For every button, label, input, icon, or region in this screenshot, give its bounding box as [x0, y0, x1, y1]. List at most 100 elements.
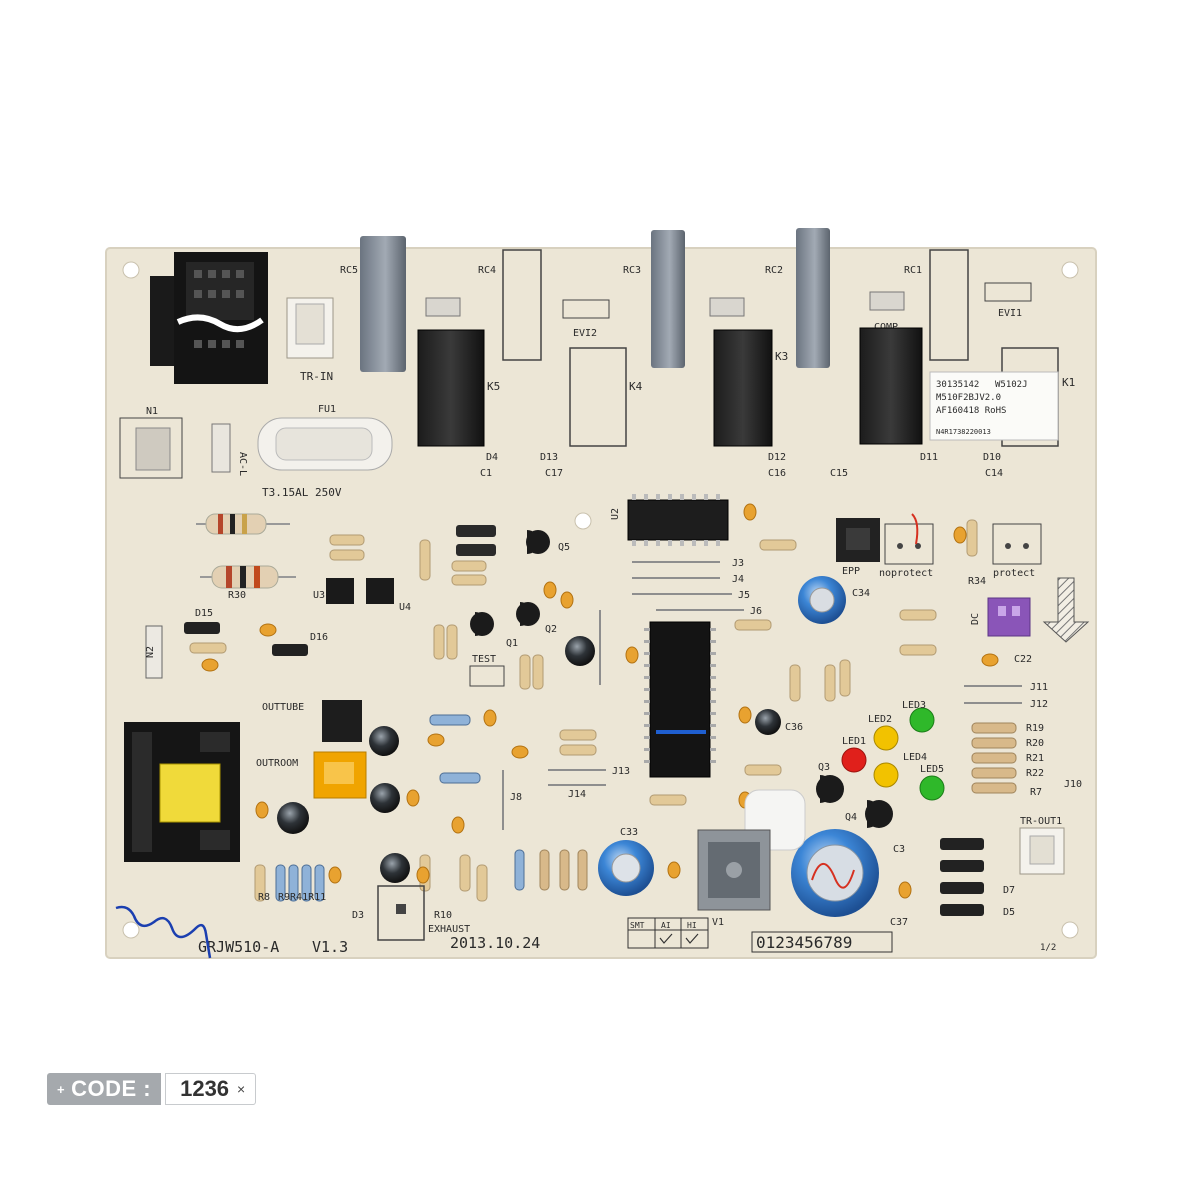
relay-k3 — [713, 329, 773, 447]
led1 — [841, 747, 867, 773]
x-capacitor — [796, 228, 830, 368]
pcb-photo: TR-IN RC5 RC4 RC3 RC2 RC1 EVI2 EVI1 COMP… — [105, 228, 1097, 959]
silkscreen-label: Q4 — [845, 812, 857, 823]
silkscreen-label: R34 — [968, 576, 986, 587]
silkscreen-label: TEST — [472, 654, 496, 665]
plus-icon[interactable]: + — [57, 1081, 66, 1097]
silkscreen-label: D11 — [920, 452, 938, 463]
silkscreen-label: RC5 — [340, 265, 358, 276]
silkscreen-label: R22 — [1026, 768, 1044, 779]
serial-sticker — [929, 371, 1059, 441]
silkscreen-label: D7 — [1003, 885, 1015, 896]
silkscreen-label: C34 — [852, 588, 870, 599]
silkscreen-label: Q2 — [545, 624, 557, 635]
code-value: 1236 — [180, 1076, 230, 1101]
silkscreen-label: U2 — [610, 508, 621, 520]
silkscreen-label: AC-L — [237, 452, 248, 476]
dc-connector — [987, 597, 1031, 637]
ic-u2 — [627, 499, 729, 541]
silkscreen-label: M510F2BJV2.0 — [936, 393, 1001, 403]
led2 — [873, 725, 899, 751]
silkscreen-label: RC2 — [765, 265, 783, 276]
silkscreen-label: FU1 — [318, 404, 336, 415]
board-version: V1.3 — [312, 938, 348, 956]
silkscreen-label: EXHAUST — [428, 924, 470, 935]
silkscreen-label: D5 — [1003, 907, 1015, 918]
silkscreen-label: R30 — [228, 590, 246, 601]
silkscreen-label: D12 — [768, 452, 786, 463]
x-capacitor — [651, 230, 685, 368]
led5 — [919, 775, 945, 801]
relay-k1 — [859, 327, 923, 445]
silkscreen-label: LED5 — [920, 764, 944, 775]
silkscreen-label: Q5 — [558, 542, 570, 553]
silkscreen-label: D16 — [310, 632, 328, 643]
silkscreen-label: K1 — [1062, 376, 1075, 389]
silkscreen-label: Q3 — [818, 762, 830, 773]
silkscreen-label: TR-OUT1 — [1020, 816, 1062, 827]
silkscreen-label: protect — [993, 568, 1035, 579]
silkscreen-label: 30135142 — [936, 380, 979, 390]
silkscreen-label: LED3 — [902, 700, 926, 711]
silkscreen-label: D3 — [352, 910, 364, 921]
silkscreen-label: J8 — [510, 792, 522, 803]
silkscreen-label: RC1 — [904, 265, 922, 276]
silkscreen-label: EVI1 — [998, 308, 1022, 319]
mounting-hole — [122, 921, 140, 939]
relay-k5 — [417, 329, 485, 447]
silkscreen-label: C36 — [785, 722, 803, 733]
silkscreen-label: C22 — [1014, 654, 1032, 665]
silkscreen-label: RC3 — [623, 265, 641, 276]
close-icon[interactable]: × — [237, 1081, 246, 1097]
silkscreen-label: SMT — [630, 921, 645, 930]
code-label: CODE : — [71, 1076, 152, 1101]
silkscreen-label: J6 — [750, 606, 762, 617]
silkscreen-label: R8 — [258, 892, 270, 903]
silkscreen-label: DC — [970, 613, 981, 625]
silkscreen-label: 1/2 — [1040, 943, 1056, 953]
fuse-rating: T3.15AL 250V — [262, 486, 342, 499]
silkscreen-label: R19 — [1026, 723, 1044, 734]
silkscreen-label: C15 — [830, 468, 848, 479]
ic-u3 — [326, 578, 354, 604]
silkscreen-label: V1 — [712, 917, 724, 928]
led3 — [909, 707, 935, 733]
silkscreen-label: D10 — [983, 452, 1001, 463]
silkscreen-label: K4 — [629, 380, 643, 393]
silkscreen-label: C37 — [890, 917, 908, 928]
outtube-connector — [322, 700, 362, 742]
mounting-hole — [1061, 921, 1079, 939]
silkscreen-label: N2 — [145, 646, 156, 658]
silkscreen-label: J12 — [1030, 699, 1048, 710]
code-label-chip[interactable]: + CODE : — [47, 1073, 162, 1105]
silkscreen-label: C33 — [620, 827, 638, 838]
silkscreen-label: D4 — [486, 452, 498, 463]
resistor-r29 — [196, 513, 290, 535]
silkscreen-label: noprotect — [879, 568, 933, 579]
silkscreen-label: R10 — [434, 910, 452, 921]
silkscreen-label: LED4 — [903, 752, 927, 763]
silkscreen-label: W5102J — [995, 380, 1028, 390]
board-date: 2013.10.24 — [450, 934, 540, 952]
model-code: GRJW510-A — [198, 938, 279, 956]
silkscreen-label: N4R1738220013 — [936, 428, 991, 436]
silkscreen-label: LED2 — [868, 714, 892, 725]
silkscreen-label: Q1 — [506, 638, 518, 649]
silkscreen-label: OUTTUBE — [262, 702, 304, 713]
silkscreen-label: D15 — [195, 608, 213, 619]
microcontroller — [649, 621, 711, 778]
silkscreen-label: RC4 — [478, 265, 496, 276]
silkscreen-label: J5 — [738, 590, 750, 601]
silkscreen-label: EPP — [842, 566, 860, 577]
silkscreen-label: R20 — [1026, 738, 1044, 749]
silkscreen-label: J11 — [1030, 682, 1048, 693]
silkscreen-label: HI — [687, 921, 697, 930]
silkscreen-label: J10 — [1064, 779, 1082, 790]
silkscreen-label: OUTROOM — [256, 758, 298, 769]
ic-u4 — [366, 578, 394, 604]
silkscreen-label: U3 — [313, 590, 325, 601]
silkscreen-label: J13 — [612, 766, 630, 777]
x-capacitor — [360, 236, 406, 372]
silkscreen-label: AF160418 RoHS — [936, 406, 1006, 416]
tr-in-label: TR-IN — [300, 370, 333, 383]
